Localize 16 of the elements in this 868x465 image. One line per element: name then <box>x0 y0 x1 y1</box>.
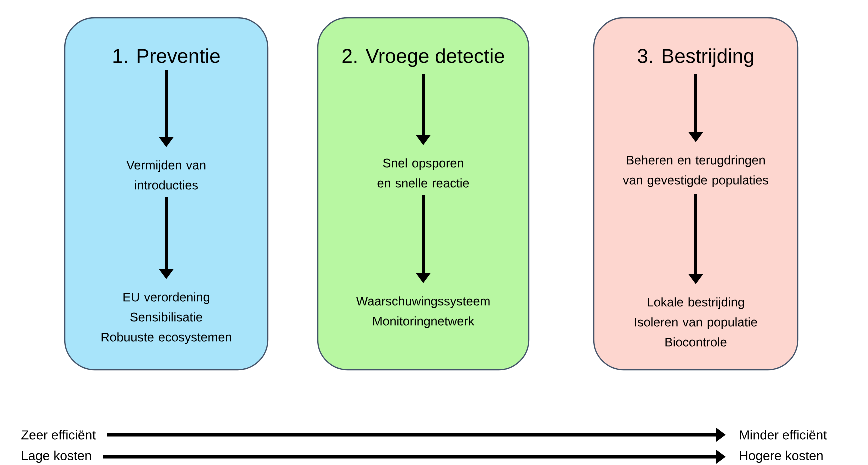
panel-title: 3. Bestrijding <box>638 48 754 68</box>
scale-label: Hogere kosten <box>740 450 823 464</box>
panel-box <box>593 17 799 371</box>
step-text: Beheren en terugdringen van gevestigde populaties <box>623 156 768 188</box>
step-text: Lokale bestrijding Isoleren van populatie Biocontrole <box>635 298 758 347</box>
panel-box <box>317 17 530 371</box>
scale-label: Minder efficiënt <box>740 430 827 440</box>
panel-box <box>64 17 269 371</box>
scale-label: Lage kosten <box>22 450 92 464</box>
step-text: EU verordening Sensibilisatie Robuuste ecosystemen <box>102 292 232 344</box>
panel-title: 2. Vroege detectie <box>342 48 504 68</box>
step-text: Snel opsporen en snelle reactie <box>378 158 470 188</box>
scale-label: Zeer efficiënt <box>22 430 96 440</box>
step-text: Vermijden van introducties <box>126 160 206 190</box>
panel-title: 1. Preventie <box>114 48 220 64</box>
step-text: Waarschuwingssysteem Monitoringnetwerk <box>356 296 490 328</box>
